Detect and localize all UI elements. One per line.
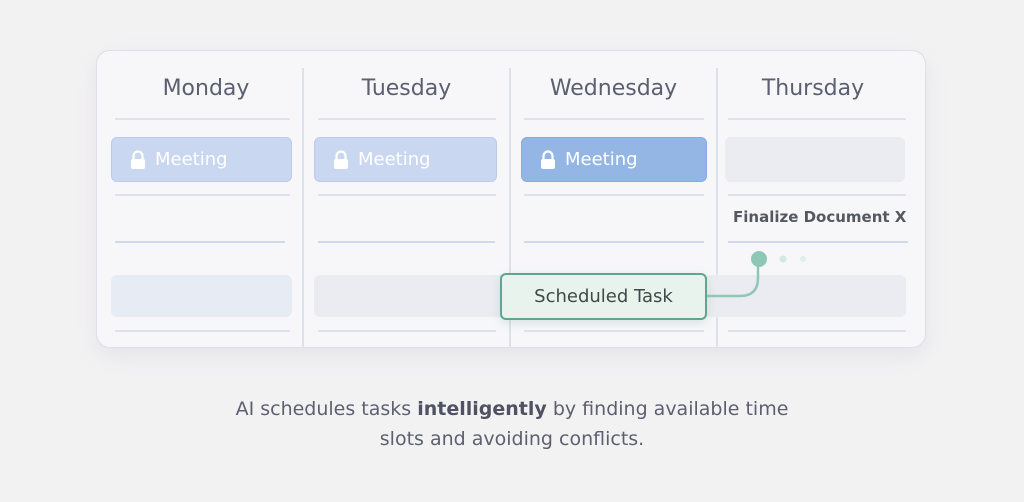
column-divider bbox=[509, 68, 511, 348]
day-header-monday: Monday bbox=[162, 76, 250, 101]
lock-icon bbox=[541, 149, 555, 169]
row-line bbox=[524, 330, 704, 332]
meeting-label: Meeting bbox=[155, 149, 228, 170]
lock-icon bbox=[334, 149, 348, 169]
row-line bbox=[318, 194, 496, 196]
lock-icon bbox=[131, 149, 145, 169]
row-line bbox=[524, 194, 704, 196]
meeting-slot-tuesday[interactable]: Meeting bbox=[314, 137, 497, 182]
column-divider bbox=[716, 68, 718, 348]
row-line bbox=[318, 330, 496, 332]
row-line bbox=[524, 241, 704, 243]
row-line bbox=[728, 194, 906, 196]
task-finalize-document[interactable]: Finalize Document X bbox=[733, 208, 907, 226]
row-line bbox=[728, 330, 906, 332]
meeting-slot-wednesday[interactable]: Meeting bbox=[521, 137, 707, 182]
scheduled-task-label: Scheduled Task bbox=[534, 286, 673, 307]
scheduled-task[interactable]: Scheduled Task bbox=[500, 273, 707, 320]
caption-emphasis: intelligently bbox=[417, 398, 547, 420]
caption: AI schedules tasks intelligently by find… bbox=[0, 394, 1024, 424]
meeting-slot-monday[interactable]: Meeting bbox=[111, 137, 292, 182]
row-line bbox=[115, 241, 285, 243]
caption-prefix: AI schedules tasks bbox=[235, 398, 418, 420]
row-line bbox=[115, 194, 290, 196]
row-line bbox=[318, 241, 495, 243]
row-line bbox=[115, 330, 290, 332]
row-line bbox=[728, 118, 906, 120]
row-line bbox=[115, 118, 290, 120]
column-divider bbox=[302, 68, 304, 348]
caption-line-2: slots and avoiding conflicts. bbox=[379, 428, 645, 450]
day-header-tuesday: Tuesday bbox=[361, 76, 452, 101]
row-line bbox=[318, 118, 496, 120]
row-line bbox=[728, 241, 908, 243]
meeting-label: Meeting bbox=[358, 149, 431, 170]
open-slot-thursday[interactable] bbox=[705, 275, 906, 317]
day-header-thursday: Thursday bbox=[761, 76, 865, 101]
open-slot-tuesday[interactable] bbox=[314, 275, 514, 317]
open-slot-monday[interactable] bbox=[111, 275, 292, 317]
caption-suffix: by finding available time bbox=[546, 398, 789, 420]
day-header-wednesday: Wednesday bbox=[549, 76, 678, 101]
empty-slot-thursday[interactable] bbox=[725, 137, 905, 182]
meeting-label: Meeting bbox=[565, 149, 638, 170]
row-line bbox=[524, 118, 704, 120]
